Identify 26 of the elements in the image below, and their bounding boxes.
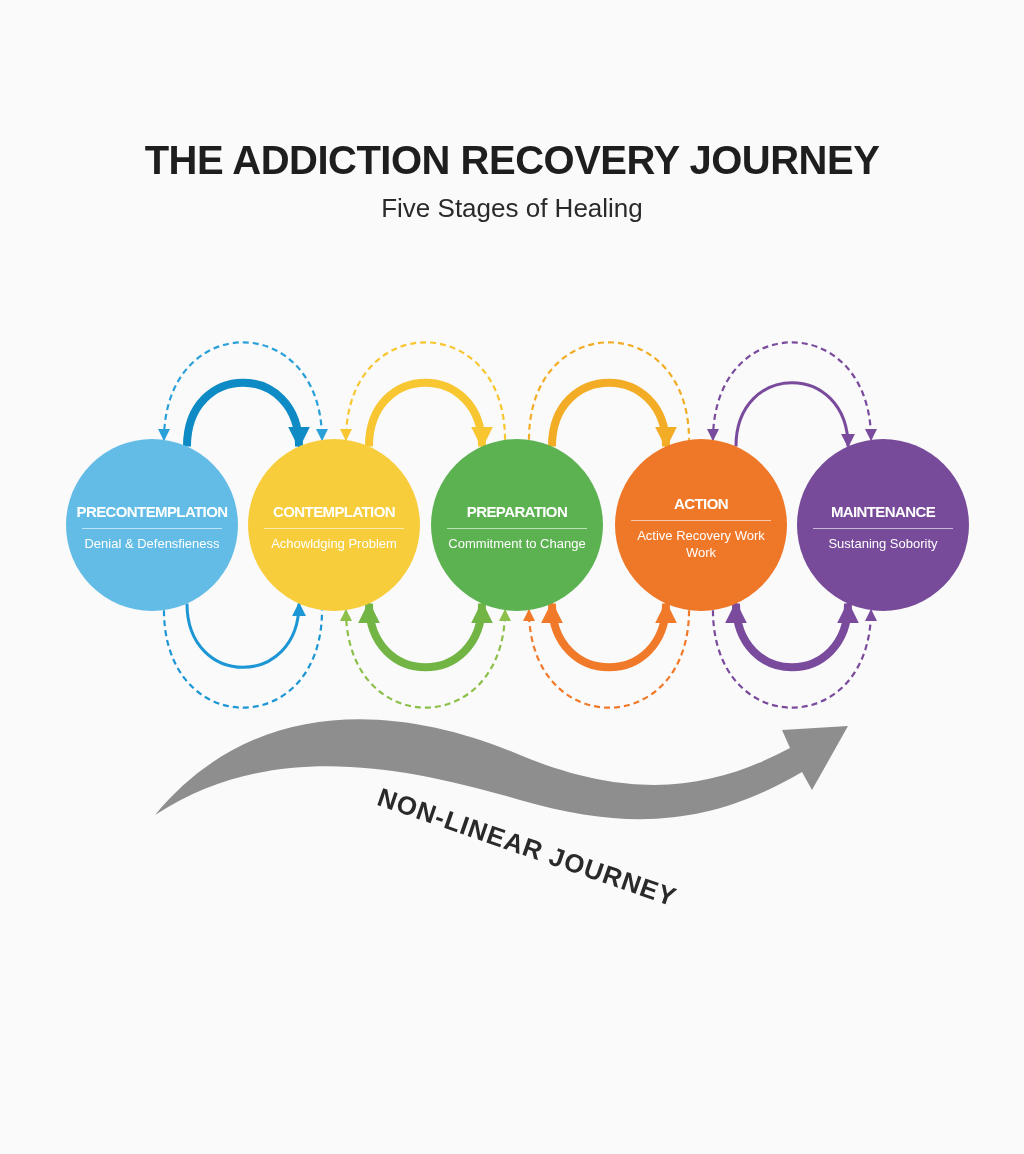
stage-description: Commitment to Change [447, 536, 587, 553]
arrow [543, 601, 675, 672]
arrow [360, 601, 491, 672]
stage-description: Achowldging Problem [270, 536, 398, 553]
dashed-arrow [708, 341, 876, 442]
dashed-arrow [711, 608, 876, 709]
arrow [365, 378, 491, 449]
arrow [185, 602, 305, 669]
arrow [183, 378, 308, 449]
dashed-arrow [524, 608, 691, 709]
arrow [727, 601, 857, 672]
stage-name: CONTEMPLATION [273, 503, 395, 521]
stage-name: MAINTENANCE [830, 503, 936, 521]
dashed-arrow [341, 341, 507, 442]
stage-description: Active Recovery Work Work [636, 527, 766, 562]
title: THE ADDICTION RECOVERY JOURNEY [144, 138, 880, 183]
stage-description: Denial & Defensfieness [83, 536, 221, 553]
stage-name: PRECONTEMPLATION [76, 503, 228, 521]
stage-name: ACTION [674, 494, 728, 512]
stage-name: PREPARATION [466, 503, 568, 521]
stage-description: Sustaning Sobority [827, 536, 939, 553]
dashed-arrow [341, 608, 510, 709]
subtitle: Five Stages of Healing [381, 193, 643, 223]
arrow [548, 378, 675, 449]
arrow [734, 381, 854, 448]
dashed-arrow [159, 341, 327, 442]
